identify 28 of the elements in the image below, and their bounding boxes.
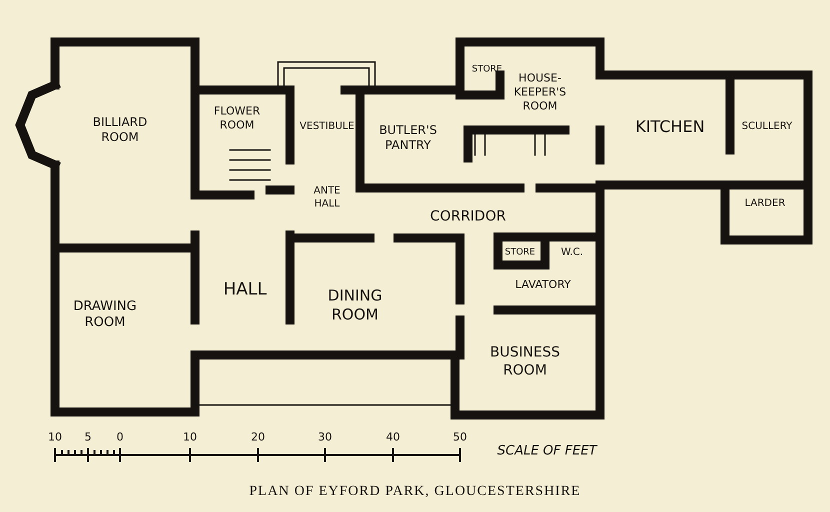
room-label: HOUSE-KEEPER'S ROOM (505, 71, 575, 113)
room-label: DRAWING ROOM (65, 298, 145, 332)
room-label: HALL (223, 279, 267, 301)
scale-number: 20 (251, 430, 265, 444)
scale-caption: SCALE OF FEET (497, 444, 597, 458)
plan-caption: PLAN OF EYFORD PARK, GLOUCESTERSHIRE (249, 484, 581, 500)
room-label: LAVATORY (515, 278, 571, 292)
room-label: ANTE HALL (307, 186, 347, 210)
scale-number: 0 (116, 430, 124, 444)
room-label: STORE (504, 247, 536, 259)
scale-number: 10 (183, 430, 197, 444)
room-label: LARDER (744, 198, 786, 210)
scale-number: 10 (48, 430, 62, 444)
room-label: BUSINESS ROOM (475, 344, 575, 380)
room-label: BILLIARD ROOM (90, 115, 150, 145)
scale-number: 5 (84, 430, 92, 444)
room-label: STORE (472, 64, 502, 76)
room-label: CORRIDOR (430, 208, 506, 226)
scale-number: 30 (318, 430, 332, 444)
room-label: BUTLER'S PANTRY (373, 123, 443, 153)
room-label: W.C. (560, 246, 584, 260)
room-label: DINING ROOM (315, 286, 395, 324)
room-label: SCULLERY (742, 120, 792, 134)
scale-number: 50 (453, 430, 467, 444)
room-label: VESTIBULE (300, 120, 354, 134)
room-label: KITCHEN (635, 117, 705, 137)
room-label: FLOWER ROOM (202, 104, 272, 132)
scale-number: 40 (386, 430, 400, 444)
